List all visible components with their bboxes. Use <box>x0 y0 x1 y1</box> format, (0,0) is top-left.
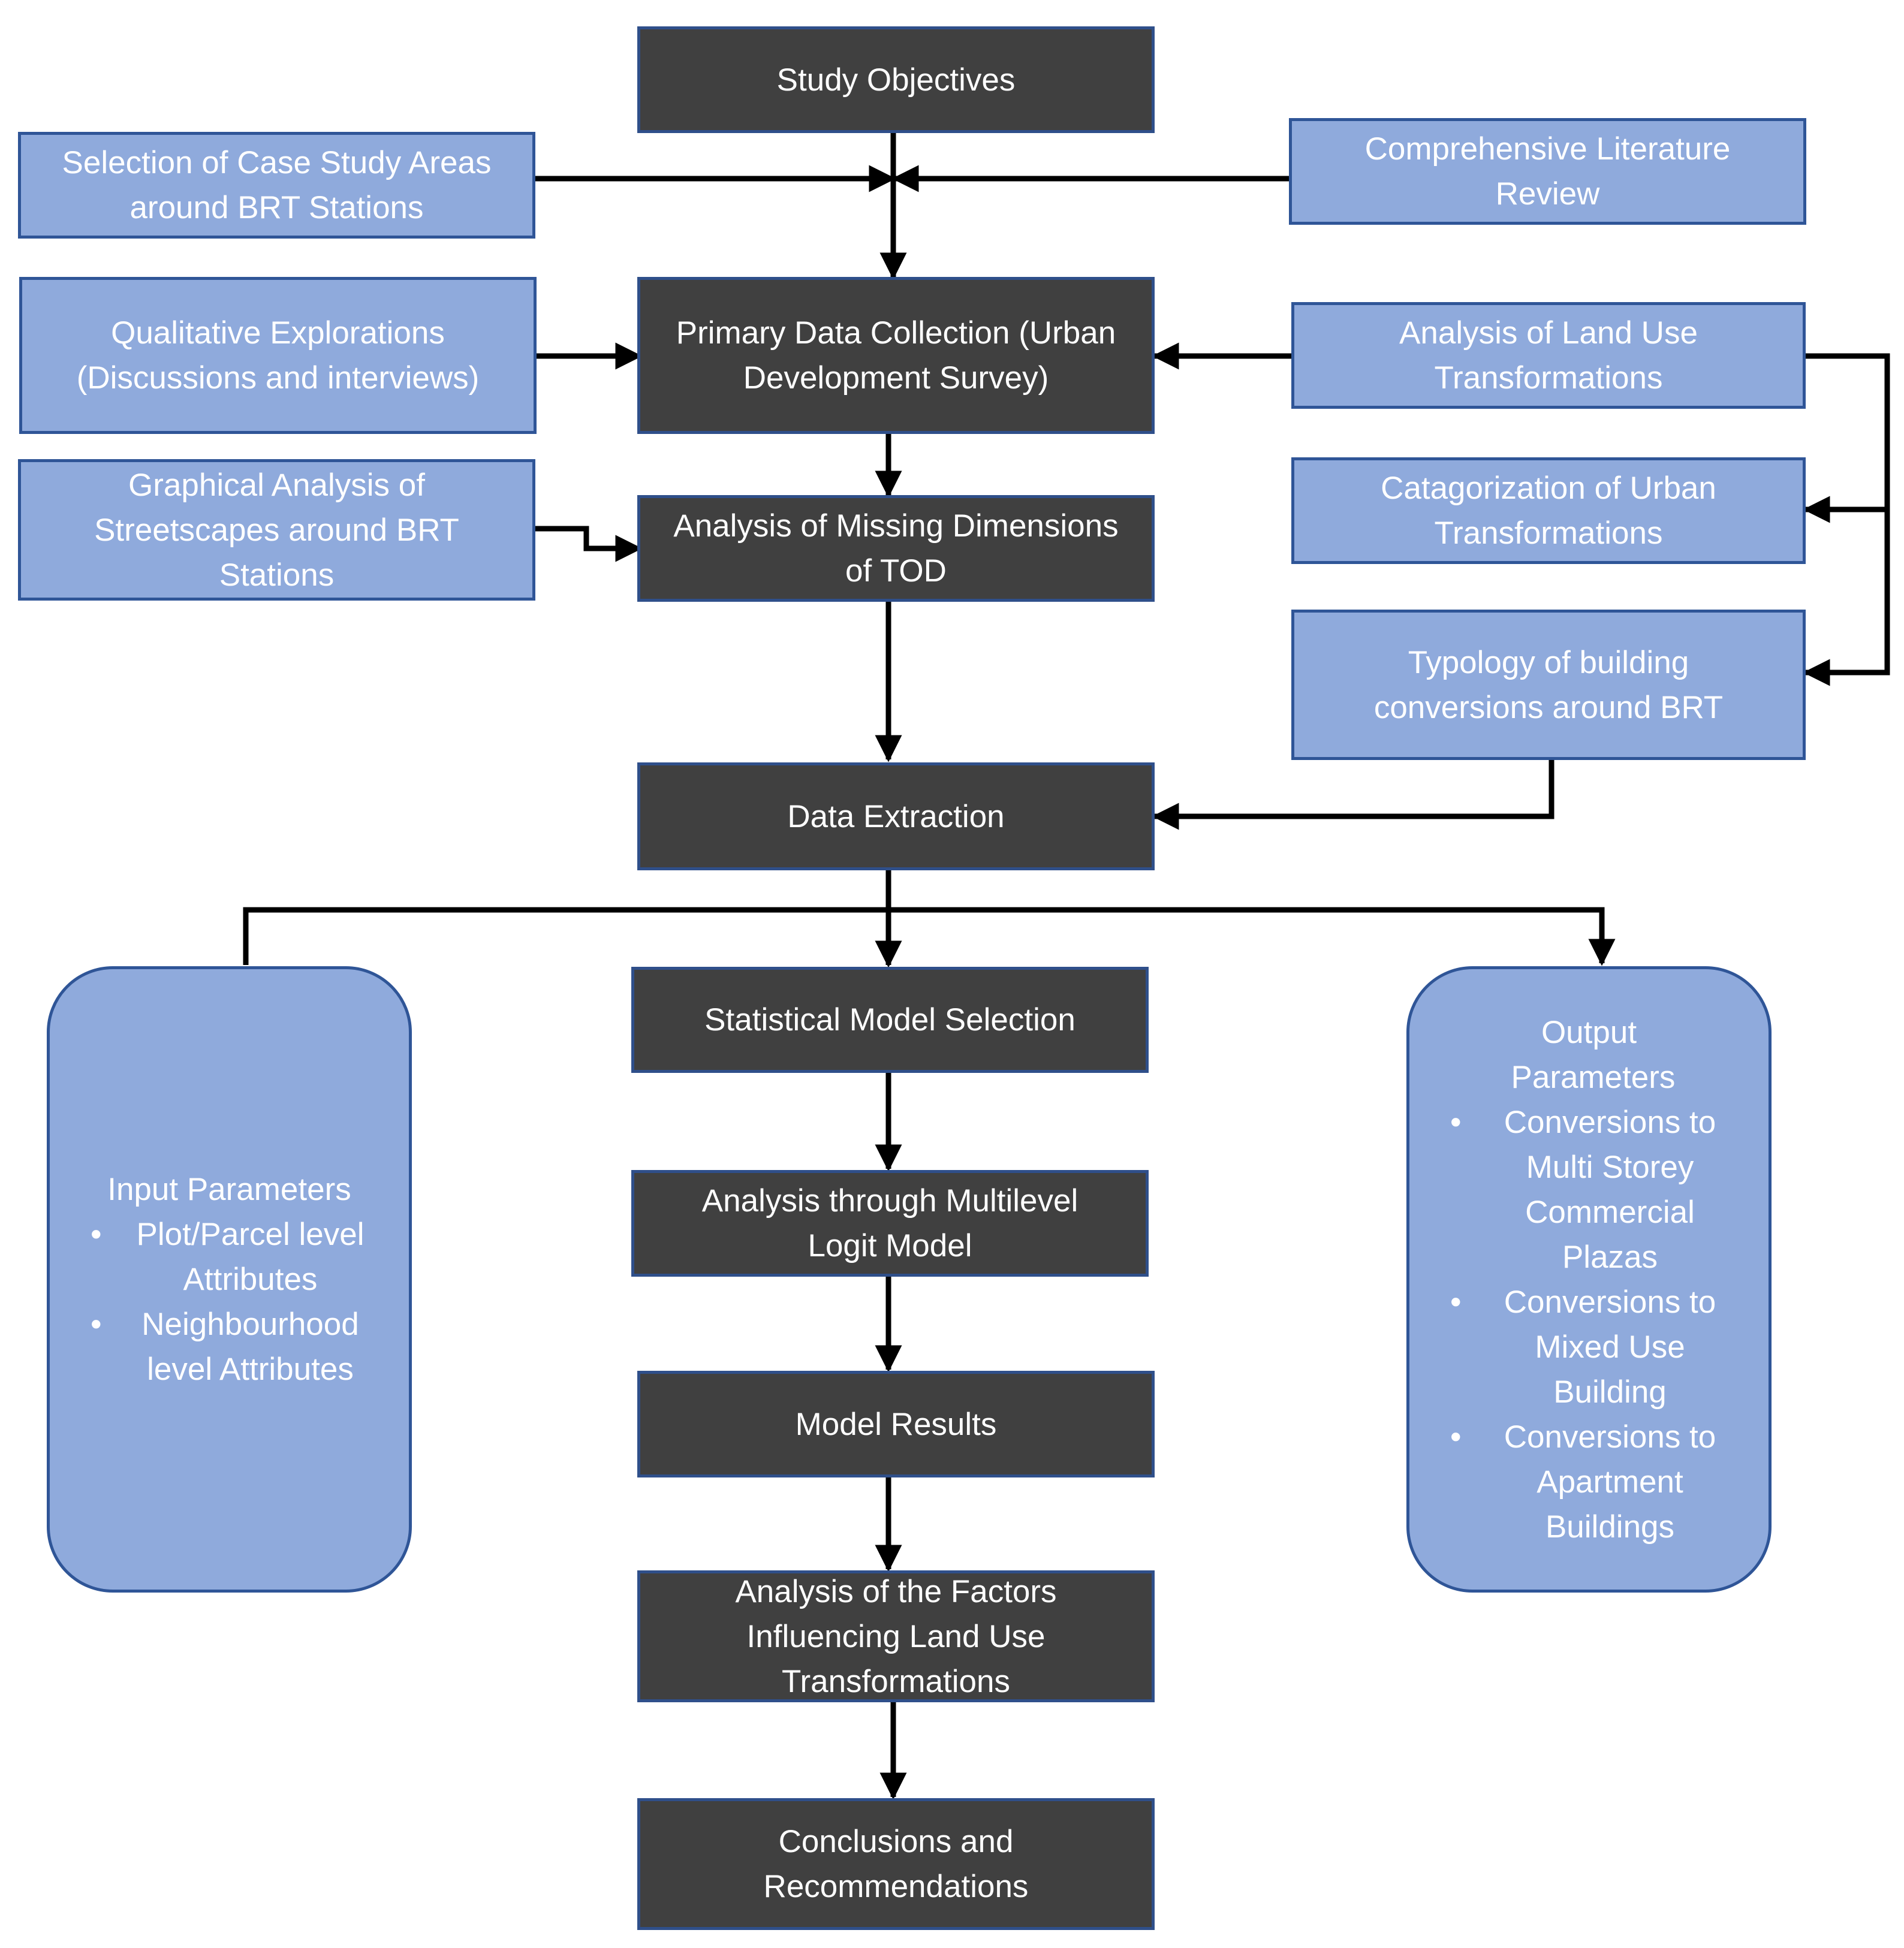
factors-line-3: Transformations <box>782 1663 1010 1699</box>
output-parameters-panel: Output Parameters • Conversions to Multi … <box>1406 966 1772 1593</box>
multilevel-line-2: Logit Model <box>808 1228 972 1264</box>
output-parameter-item: • Conversions to Apartment Buildings <box>1439 1415 1739 1549</box>
output-parameters-title: Output Parameters <box>1511 1014 1676 1095</box>
input-parameters-list: • Plot/Parcel level Attributes • Neighbour… <box>80 1212 379 1392</box>
study-objectives-line-1: Study Objectives <box>776 62 1016 98</box>
missing-dimensions-line-1: Analysis of Missing Dimensions <box>673 508 1119 544</box>
qualitative-line-1: Qualitative Explorations <box>111 315 445 351</box>
bullet-dot: • <box>1450 1284 1462 1320</box>
output-parameter-item: • Conversions to Multi Storey Commercial … <box>1439 1100 1739 1280</box>
input-parameter-text: Neighbourhood level Attributes <box>141 1307 359 1387</box>
case-study-selection-box: Selection of Case Study Areas around BRT… <box>18 132 535 239</box>
graphical-line-3: Stations <box>219 557 335 593</box>
land-use-analysis-box: Analysis of Land Use Transformations <box>1291 302 1806 409</box>
typology-line-1: Typology of building <box>1408 644 1689 680</box>
conclusions-box: Conclusions and Recommendations <box>637 1798 1155 1930</box>
model-selection-line-1: Statistical Model Selection <box>704 1002 1075 1038</box>
bullet-dot: • <box>1450 1419 1462 1455</box>
typology-box: Typology of building conversions around … <box>1291 610 1806 760</box>
bullet-dot: • <box>91 1217 102 1252</box>
multilevel-logit-box: Analysis through Multilevel Logit Model <box>631 1170 1149 1277</box>
input-parameter-text: Plot/Parcel level Attributes <box>136 1217 364 1297</box>
study-objectives-box: Study Objectives <box>637 26 1155 133</box>
output-parameter-text: Conversions to Multi Storey Commercial P… <box>1504 1104 1716 1275</box>
input-parameters-title: Input Parameters <box>107 1172 351 1207</box>
graphical-line-1: Graphical Analysis of <box>128 467 425 503</box>
conclusions-line-1: Conclusions and <box>778 1824 1014 1859</box>
input-parameters-panel: Input Parameters • Plot/Parcel level Attr… <box>47 966 412 1593</box>
factors-line-1: Analysis of the Factors <box>735 1573 1057 1609</box>
qualitative-line-2: (Discussions and interviews) <box>76 360 480 396</box>
missing-dimensions-box: Analysis of Missing Dimensions of TOD <box>637 495 1155 602</box>
input-parameter-item: • Plot/Parcel level Attributes <box>80 1212 379 1302</box>
multilevel-line-1: Analysis through Multilevel <box>701 1183 1078 1219</box>
literature-line-2: Review <box>1495 176 1600 212</box>
categorization-box: Catagorization of Urban Transformations <box>1291 457 1806 564</box>
typology-line-2: conversions around BRT <box>1373 689 1724 725</box>
qualitative-explorations-box: Qualitative Explorations (Discussions an… <box>19 277 537 434</box>
influencing-factors-box: Analysis of the Factors Influencing Land… <box>637 1570 1155 1702</box>
primary-data-line-2: Development Survey) <box>743 360 1049 396</box>
categorization-line-1: Catagorization of Urban <box>1381 471 1716 506</box>
output-parameter-item: • Conversions to Mixed Use Building <box>1439 1280 1739 1415</box>
connector-land-use-to-right-bus <box>1803 353 1890 686</box>
factors-line-2: Influencing Land Use <box>746 1618 1046 1654</box>
arrow-extraction-to-output <box>888 907 1616 966</box>
case-study-line-2: around BRT Stations <box>129 190 424 225</box>
categorization-line-2: Transformations <box>1434 515 1663 551</box>
land-use-line-1: Analysis of Land Use <box>1399 315 1698 351</box>
output-parameters-list: • Conversions to Multi Storey Commercial … <box>1439 1100 1739 1549</box>
connector-extraction-to-input <box>243 907 888 965</box>
data-extraction-box: Data Extraction <box>637 762 1155 870</box>
conclusions-line-2: Recommendations <box>763 1869 1029 1904</box>
primary-data-collection-box: Primary Data Collection (Urban Developme… <box>637 277 1155 434</box>
graphical-line-2: Streetscapes around BRT <box>94 512 459 548</box>
literature-review-box: Comprehensive Literature Review <box>1289 118 1806 225</box>
arrow-typology-to-extraction <box>1152 760 1554 830</box>
bullet-dot: • <box>1450 1104 1462 1140</box>
case-study-line-1: Selection of Case Study Areas <box>62 145 492 180</box>
data-extraction-line-1: Data Extraction <box>787 798 1005 834</box>
bullet-dot: • <box>91 1307 102 1342</box>
output-parameter-text: Conversions to Apartment Buildings <box>1504 1419 1716 1545</box>
model-results-box: Model Results <box>637 1371 1155 1477</box>
input-parameter-item: • Neighbourhood level Attributes <box>80 1302 379 1392</box>
missing-dimensions-line-2: of TOD <box>845 553 947 589</box>
arrow-graphical-to-missing <box>535 526 643 562</box>
primary-data-line-1: Primary Data Collection (Urban <box>676 315 1116 351</box>
graphical-analysis-box: Graphical Analysis of Streetscapes aroun… <box>18 459 535 601</box>
land-use-line-2: Transformations <box>1434 360 1663 396</box>
output-parameter-text: Conversions to Mixed Use Building <box>1504 1284 1716 1410</box>
model-results-line-1: Model Results <box>795 1406 997 1442</box>
statistical-model-selection-box: Statistical Model Selection <box>631 967 1149 1073</box>
literature-line-1: Comprehensive Literature <box>1364 131 1731 167</box>
